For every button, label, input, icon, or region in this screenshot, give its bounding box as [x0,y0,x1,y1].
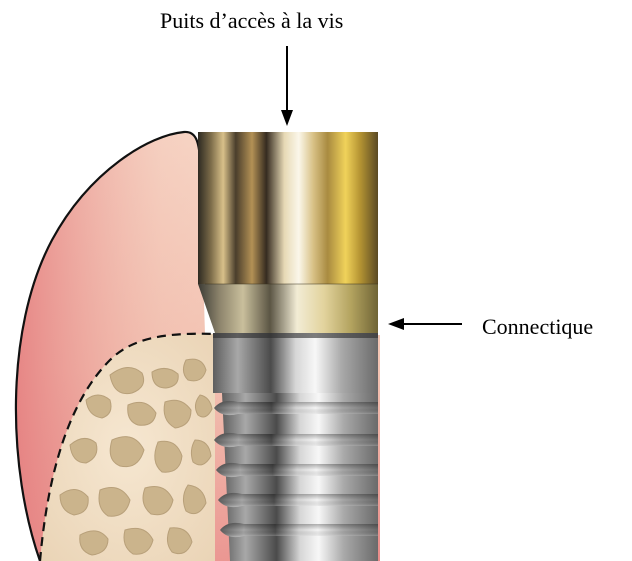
connection-label: Connectique [482,316,593,338]
connection-arrow [388,318,462,330]
abutment [198,132,378,333]
implant-connection-collar [213,333,378,393]
implant-threads [214,393,378,561]
screw-access-channel-label: Puits d’accès à la vis [160,10,343,32]
screw-access-arrow [281,46,293,126]
